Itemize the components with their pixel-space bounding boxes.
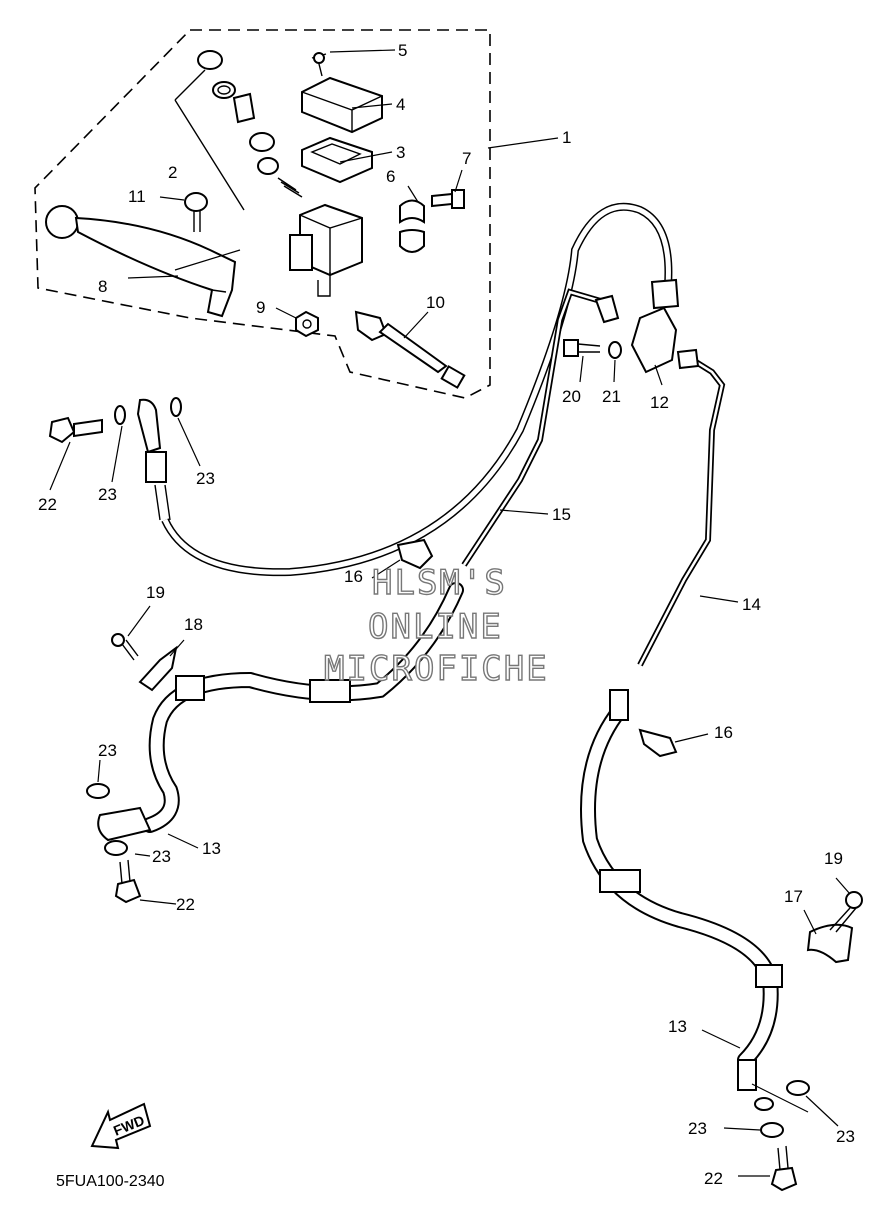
watermark-line-2: ONLINE (368, 607, 503, 647)
forward-arrow-icon: FWD (90, 1102, 152, 1150)
callout-23-c: 23 (98, 741, 117, 760)
callout-17: 17 (784, 887, 803, 906)
watermark: HLSM'S ONLINE MICROFICHE (323, 562, 549, 689)
callout-23-a: 23 (98, 485, 117, 504)
callout-14: 14 (742, 595, 761, 614)
callout-16-upper: 16 (344, 567, 363, 586)
callout-10: 10 (426, 293, 445, 312)
callout-6: 6 (386, 167, 395, 186)
callout-3: 3 (396, 143, 405, 162)
upper-hose-loop (161, 202, 673, 577)
watermark-line-1: HLSM'S (372, 563, 507, 603)
three-way-joint-group (563, 278, 700, 374)
callout-12: 12 (650, 393, 669, 412)
callouts: 1 2 3 4 5 6 7 8 9 10 11 12 13 13 14 15 1… (38, 41, 855, 1188)
callout-23-b: 23 (196, 469, 215, 488)
callout-1: 1 (562, 128, 571, 147)
callout-13-right: 13 (668, 1017, 687, 1036)
callout-23-e: 23 (836, 1127, 855, 1146)
callout-2: 2 (168, 163, 177, 182)
callout-21: 21 (602, 387, 621, 406)
part-code: 5FUA100-2340 (56, 1173, 165, 1190)
lower-hoses (97, 582, 783, 1091)
callout-15: 15 (552, 505, 571, 524)
callout-23-d: 23 (152, 847, 171, 866)
callout-13-left: 13 (202, 839, 221, 858)
callout-19-lower: 19 (824, 849, 843, 868)
watermark-line-3: MICROFICHE (324, 649, 549, 689)
lower-hardware (86, 538, 863, 1192)
callout-22-right: 22 (704, 1169, 723, 1188)
callout-22-upper: 22 (38, 495, 57, 514)
callout-18: 18 (184, 615, 203, 634)
callout-23-f: 23 (688, 1119, 707, 1138)
callout-5: 5 (398, 41, 407, 60)
master-cylinder-group (45, 50, 466, 389)
callout-9: 9 (256, 298, 265, 317)
callout-19-upper: 19 (146, 583, 165, 602)
callout-7: 7 (462, 149, 471, 168)
assembly-boundary (34, 29, 491, 399)
upper-banjo-group (48, 397, 182, 521)
callout-22-left: 22 (176, 895, 195, 914)
callout-8: 8 (98, 277, 107, 296)
callout-4: 4 (396, 95, 405, 114)
leader-lines (49, 49, 851, 1177)
brake-pipes (461, 288, 726, 667)
callout-16-lower: 16 (714, 723, 733, 742)
callout-20: 20 (562, 387, 581, 406)
callout-11: 11 (128, 187, 146, 206)
